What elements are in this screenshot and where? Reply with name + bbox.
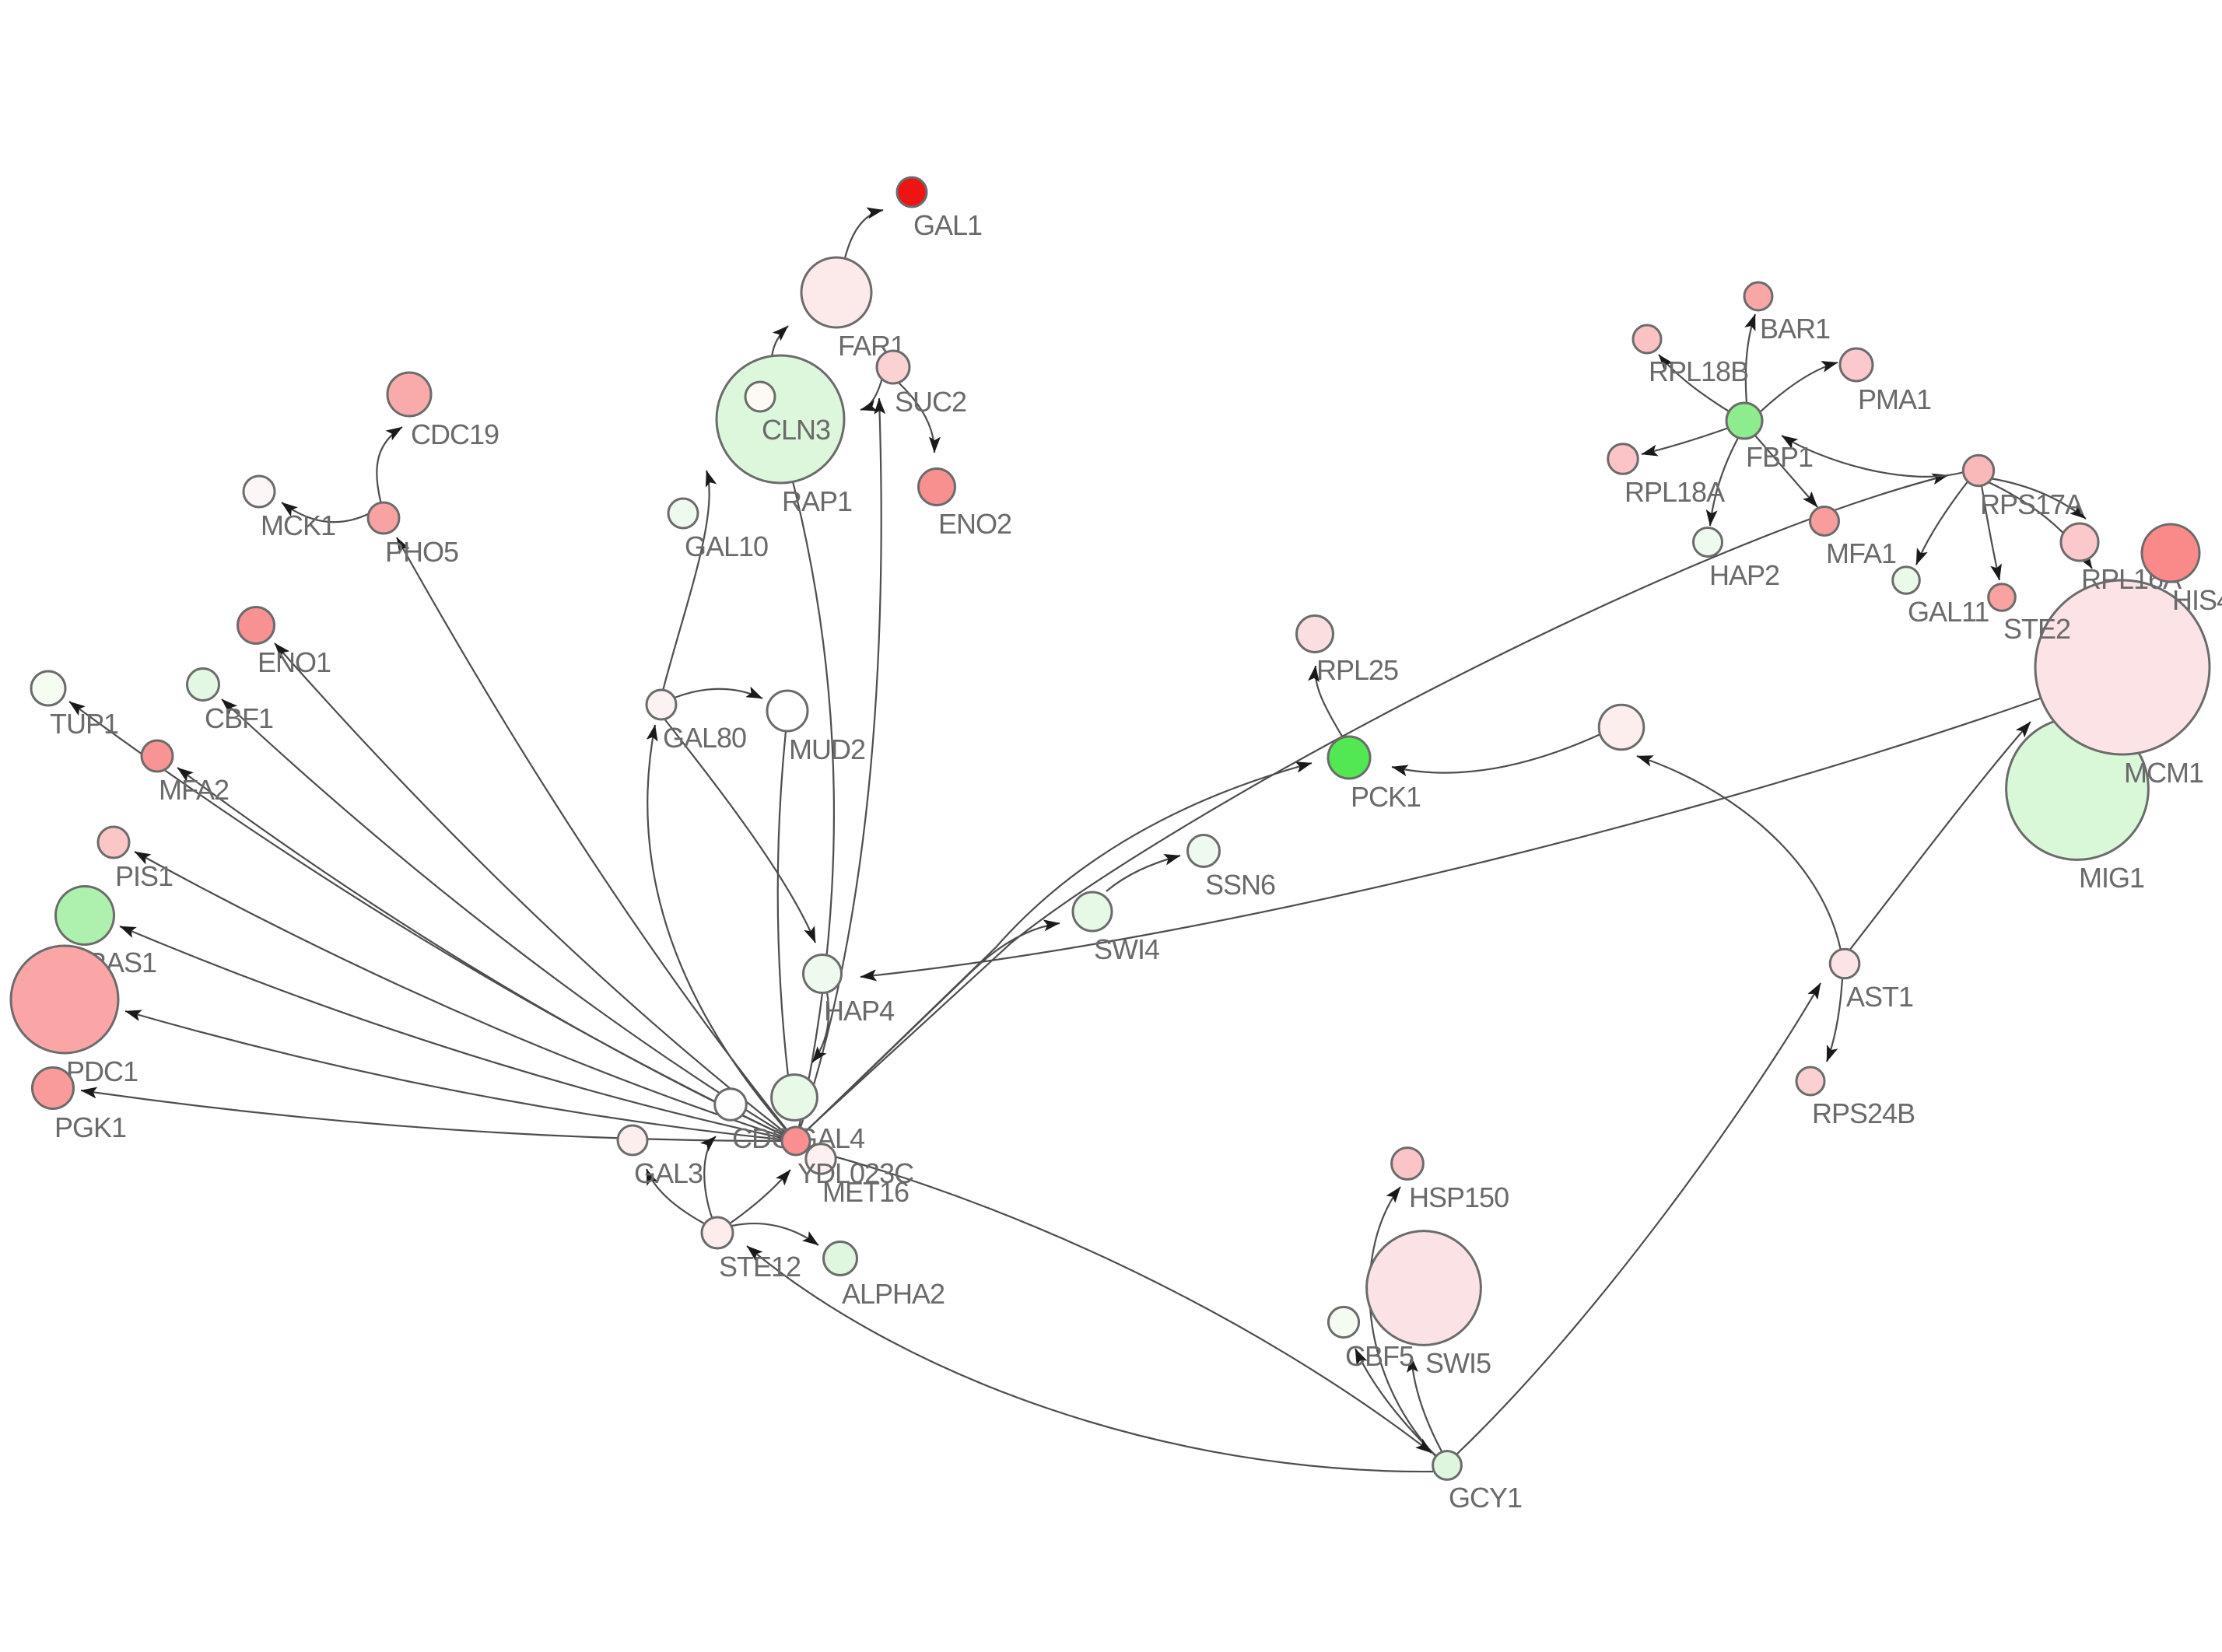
svg-text:PMA1: PMA1 [1858, 383, 1931, 415]
svg-text:HAP2: HAP2 [1709, 559, 1779, 591]
svg-text:MCM1: MCM1 [2124, 757, 2203, 789]
svg-text:SSN6: SSN6 [1205, 869, 1275, 901]
svg-text:SWI5: SWI5 [1425, 1347, 1491, 1379]
svg-text:MFA2: MFA2 [159, 774, 229, 806]
svg-text:CLN3: CLN3 [762, 414, 830, 446]
svg-text:AST1: AST1 [1846, 981, 1913, 1013]
svg-text:PIS1: PIS1 [115, 860, 173, 892]
svg-text:SUC2: SUC2 [895, 386, 966, 418]
svg-text:GAL80: GAL80 [663, 722, 746, 754]
svg-text:CBF1: CBF1 [205, 702, 273, 734]
svg-text:GAL3: GAL3 [634, 1157, 703, 1189]
svg-text:PGK1: PGK1 [54, 1111, 126, 1143]
svg-text:PHO5: PHO5 [385, 536, 458, 568]
svg-text:RPS24B: RPS24B [1812, 1097, 1915, 1129]
svg-text:PDC1: PDC1 [66, 1055, 138, 1087]
svg-text:TUP1: TUP1 [50, 708, 118, 740]
svg-text:CBF5: CBF5 [1345, 1340, 1414, 1372]
svg-text:STE12: STE12 [719, 1251, 801, 1283]
svg-text:RPL25: RPL25 [1316, 654, 1398, 686]
svg-text:GAL11: GAL11 [1908, 596, 1989, 628]
svg-text:MUD2: MUD2 [789, 733, 865, 765]
svg-text:ALPHA2: ALPHA2 [842, 1278, 945, 1310]
svg-text:RAP1: RAP1 [782, 485, 852, 517]
svg-text:MET16: MET16 [822, 1176, 909, 1208]
svg-text:MCK1: MCK1 [261, 509, 335, 541]
svg-text:GAL1: GAL1 [913, 209, 982, 241]
svg-text:FBP1: FBP1 [1746, 441, 1813, 473]
svg-text:GAL10: GAL10 [685, 530, 768, 562]
svg-text:HSP150: HSP150 [1409, 1181, 1509, 1213]
svg-text:MIG1: MIG1 [2079, 862, 2144, 894]
svg-text:ENO2: ENO2 [938, 508, 1011, 540]
svg-text:HAP4: HAP4 [824, 995, 894, 1027]
svg-text:GCY1: GCY1 [1449, 1482, 1522, 1514]
svg-text:RPL18A: RPL18A [1624, 476, 1725, 508]
svg-text:BAR1: BAR1 [1760, 313, 1830, 345]
svg-text:ENO1: ENO1 [258, 646, 331, 678]
svg-text:STE2: STE2 [2003, 613, 2070, 645]
svg-text:CDC19: CDC19 [411, 418, 499, 450]
svg-text:SWI4: SWI4 [1094, 933, 1159, 965]
svg-text:HIS4: HIS4 [2172, 584, 2222, 616]
svg-text:RPL18B: RPL18B [1649, 355, 1748, 387]
svg-text:MFA1: MFA1 [1826, 537, 1896, 569]
svg-text:RPS17A: RPS17A [1980, 488, 2084, 520]
svg-text:YDL023C: YDL023C [797, 1157, 913, 1189]
svg-text:PCK1: PCK1 [1351, 781, 1421, 813]
